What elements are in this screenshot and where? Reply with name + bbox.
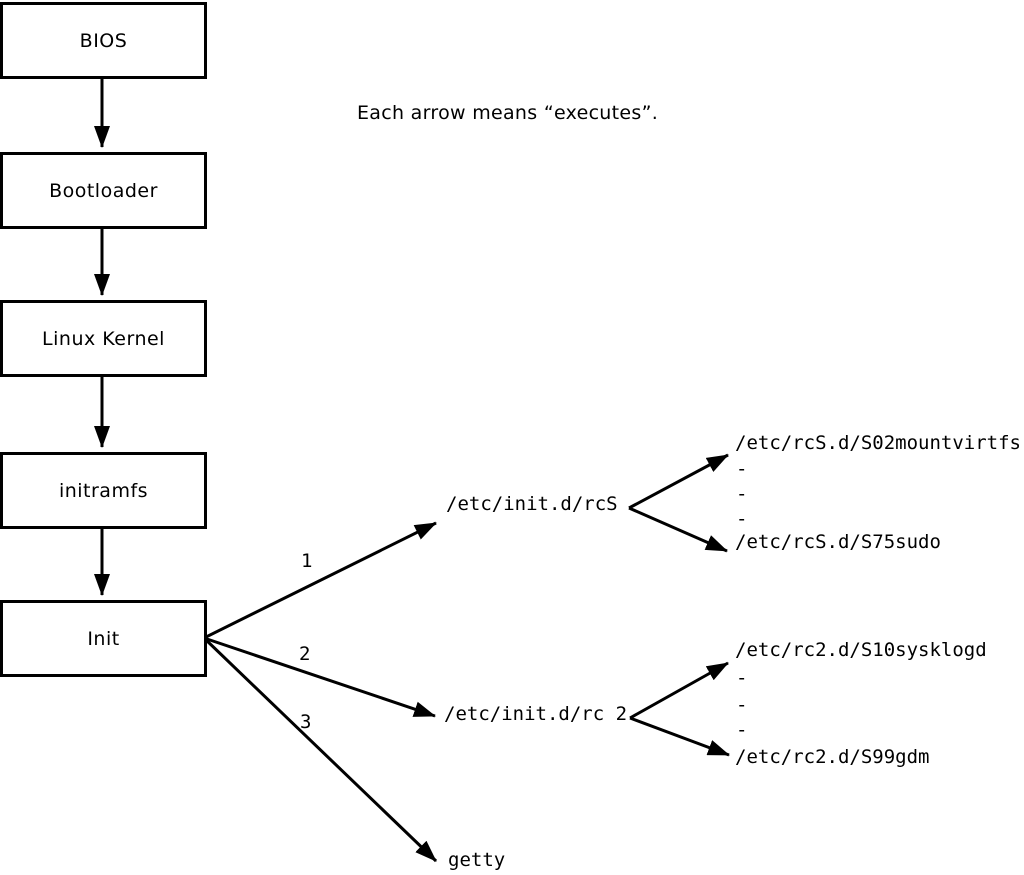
edge-label-1: 1 [301, 550, 313, 572]
box-init-label: Init [87, 627, 120, 650]
arrow-rc2-to-s99gdm [629, 716, 730, 757]
node-rcS-ellipsis-dash-1: - [736, 458, 748, 480]
arrow-init-to-rcS [203, 521, 437, 640]
box-bios-label: BIOS [79, 29, 128, 52]
node-rcS-script-s02mountvirtfs: /etc/rcS.d/S02mountvirtfs [735, 432, 1021, 454]
legend-note: Each arrow means “executes”. [357, 102, 659, 124]
node-rc2-ellipsis-dash-1: - [736, 667, 748, 689]
node-rcS-ellipsis-dash-2: - [736, 483, 748, 505]
node-rc2-script-s99gdm: /etc/rc2.d/S99gdm [735, 746, 930, 768]
node-getty: getty [448, 849, 506, 871]
box-bootloader-label: Bootloader [49, 179, 158, 202]
node-rcS-ellipsis-dash-3: - [736, 508, 748, 530]
arrow-init-to-getty [202, 636, 438, 863]
box-init: Init [0, 600, 207, 677]
node-rc2-ellipsis-dash-3: - [736, 719, 748, 741]
node-rcS-script-s75sudo: /etc/rcS.d/S75sudo [735, 531, 941, 553]
edge-label-3: 3 [300, 711, 312, 733]
node-rc2-script-s10sysklogd: /etc/rc2.d/S10sysklogd [735, 639, 987, 661]
box-bootloader: Bootloader [0, 152, 207, 229]
edge-label-2: 2 [299, 643, 311, 665]
box-bios: BIOS [0, 2, 207, 79]
box-linux-kernel: Linux Kernel [0, 300, 207, 377]
node-etc-init-d-rcS: /etc/init.d/rcS [446, 493, 618, 515]
node-etc-init-d-rc2: /etc/init.d/rc 2 [444, 703, 628, 725]
arrow-rcS-to-s02mountvirtfs [628, 453, 729, 510]
node-rc2-ellipsis-dash-2: - [736, 694, 748, 716]
arrow-rc2-to-s10sysklogd [629, 661, 729, 720]
box-initramfs: initramfs [0, 452, 207, 529]
arrow-init-to-rc2 [203, 636, 436, 718]
box-initramfs-label: initramfs [58, 479, 149, 502]
arrow-rcS-to-s75sudo [628, 506, 728, 553]
box-linux-kernel-label: Linux Kernel [42, 327, 165, 350]
